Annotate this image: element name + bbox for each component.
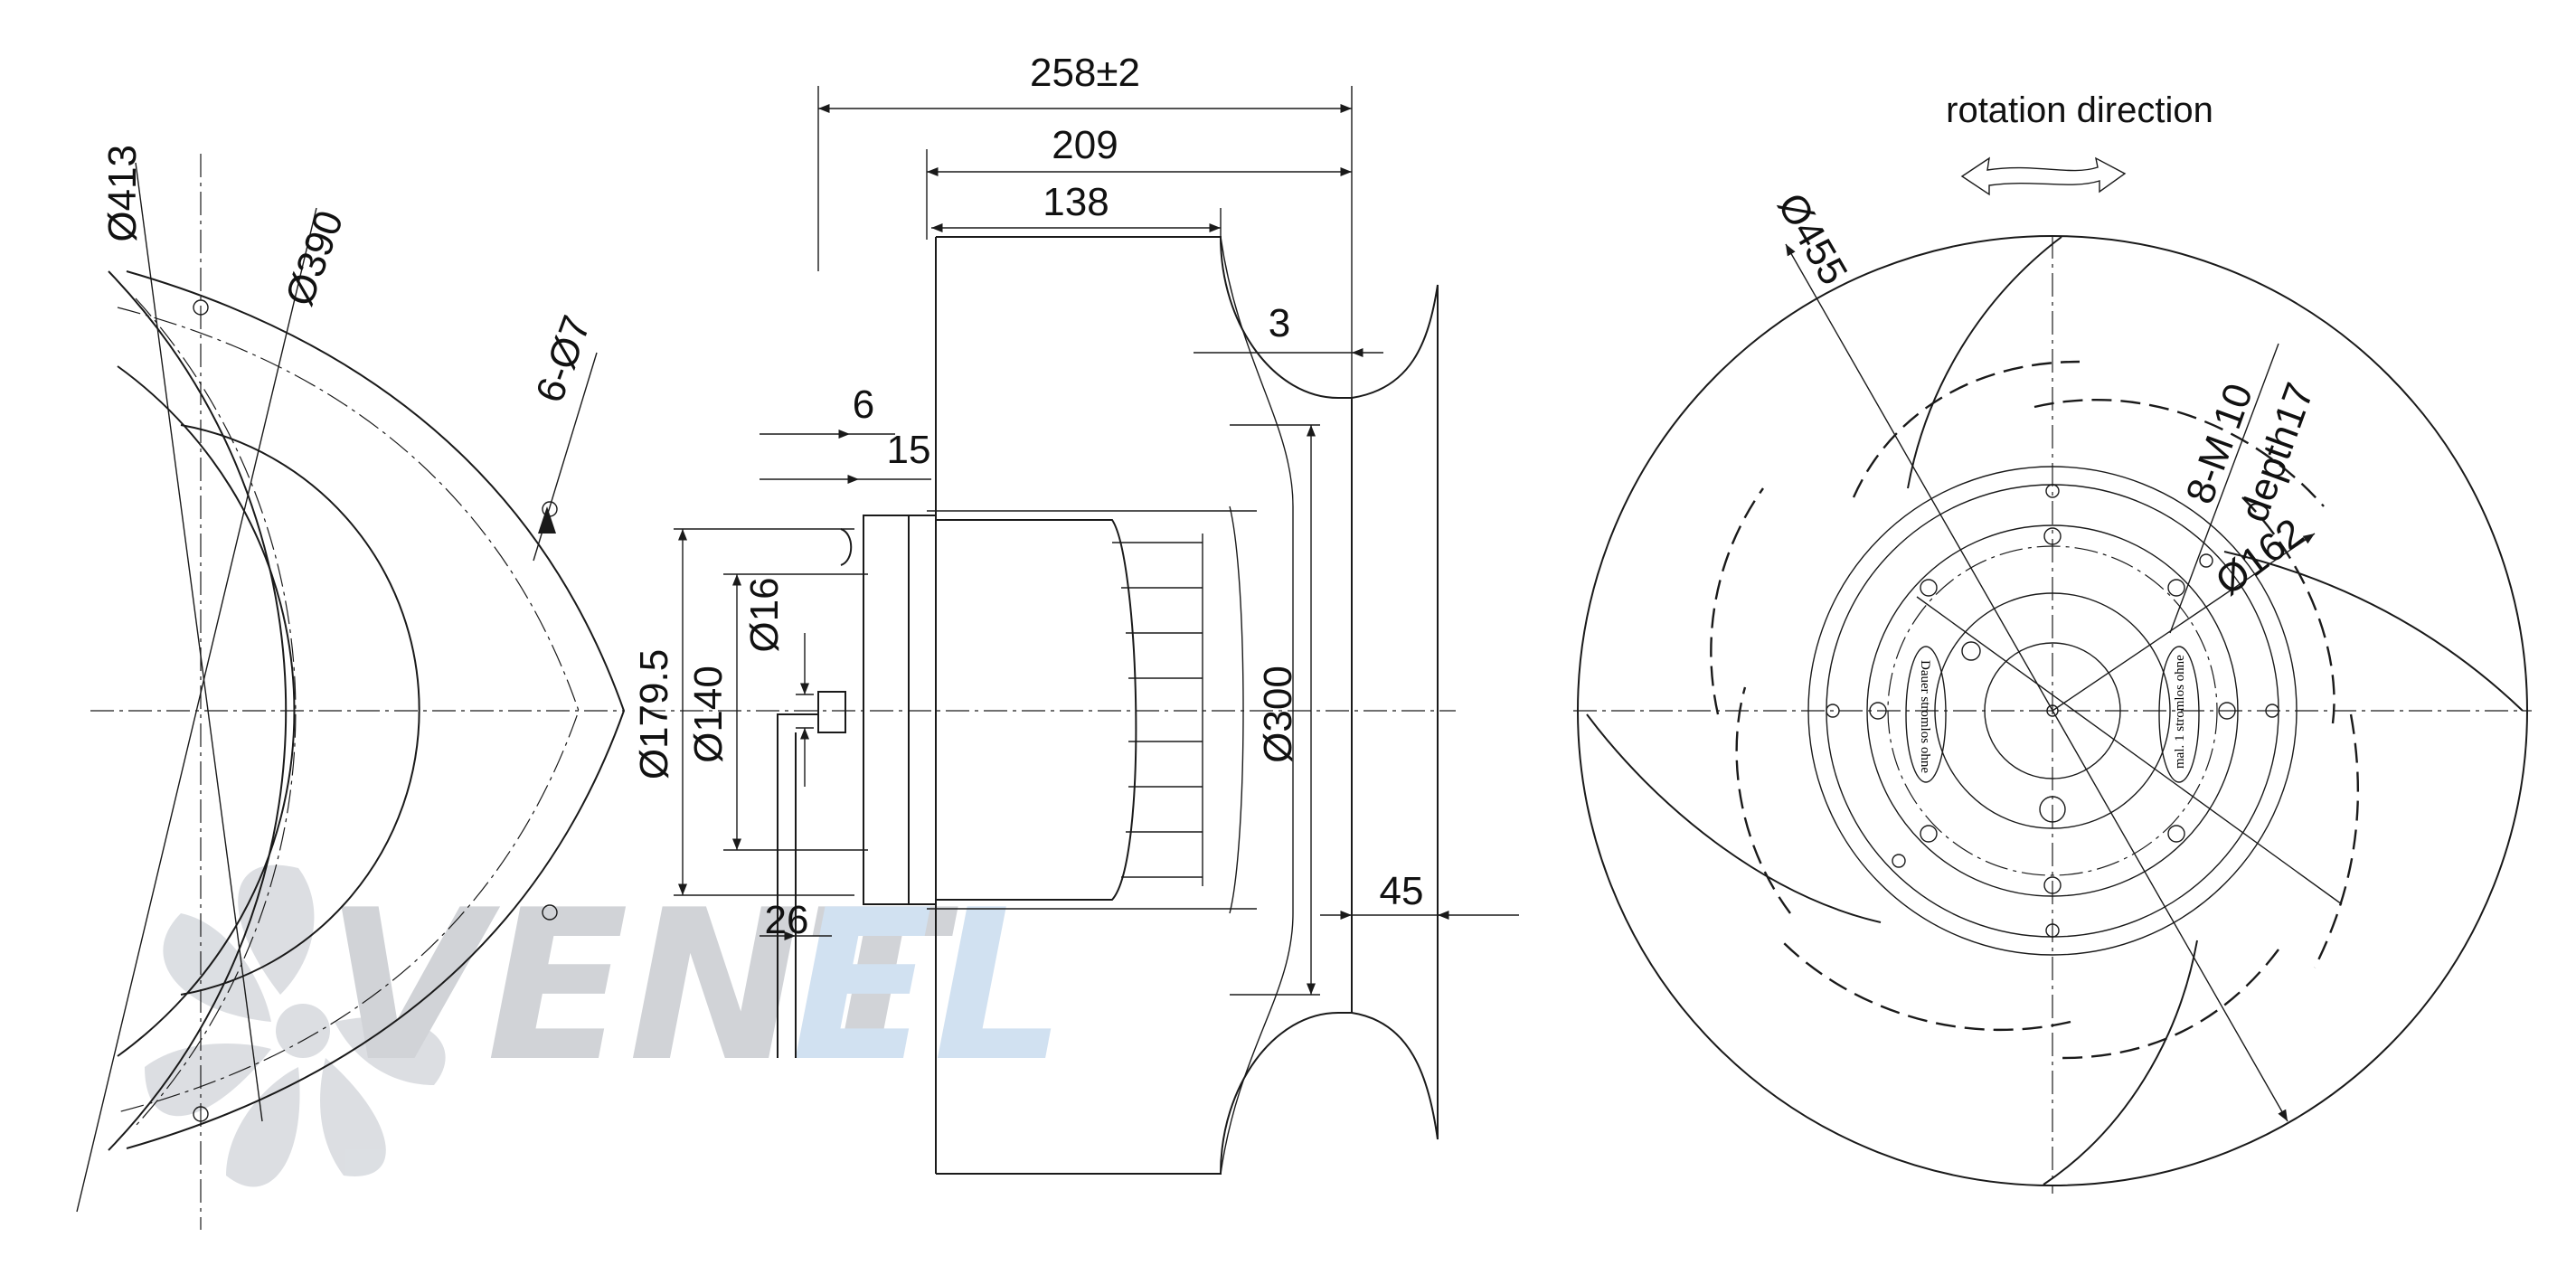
side-length-209: 209 [1052, 123, 1118, 167]
rear-d455-label: Ø455 [1769, 186, 1855, 293]
side-dim-45: 45 [1380, 869, 1424, 913]
side-view: 258±2 209 138 [632, 51, 1519, 1175]
side-dim-26: 26 [765, 898, 809, 942]
side-gap-3: 3 [1269, 301, 1290, 345]
rotation-direction-label: rotation direction [1946, 90, 2213, 130]
side-d140: Ø140 [686, 666, 731, 763]
side-d300: Ø300 [1256, 666, 1300, 763]
rotation-arrow-icon [1960, 156, 2127, 196]
front-d413-label: Ø413 [100, 145, 145, 242]
motor-label-right: mal. 1 stromlos ohne [2158, 646, 2200, 783]
watermark-brand-part2: EL [791, 866, 1066, 1108]
side-length-138: 138 [1043, 180, 1109, 224]
watermark-fan-icon [145, 864, 446, 1187]
side-d179-5: Ø179.5 [632, 649, 676, 779]
front-holes-label: 6-Ø7 [527, 310, 599, 409]
rear-d162-label: Ø162 [2208, 510, 2312, 604]
front-d390-label: Ø390 [278, 205, 353, 312]
watermark-brand-part1: VENT [326, 866, 959, 1108]
side-length-258: 258±2 [1030, 51, 1140, 95]
side-d16: Ø16 [742, 577, 787, 652]
motor-fins [1112, 534, 1203, 886]
svg-text:Dauer stromlos ohne: Dauer stromlos ohne [1918, 660, 1932, 773]
watermark: VENT EL [145, 864, 1066, 1187]
side-dim-6: 6 [853, 382, 874, 427]
rear-view: rotation direction [1573, 90, 2532, 1194]
svg-text:mal. 1 stromlos ohne: mal. 1 stromlos ohne [2173, 655, 2187, 769]
side-dim-15: 15 [887, 428, 931, 472]
motor-label-left: Dauer stromlos ohne [1905, 646, 1947, 783]
